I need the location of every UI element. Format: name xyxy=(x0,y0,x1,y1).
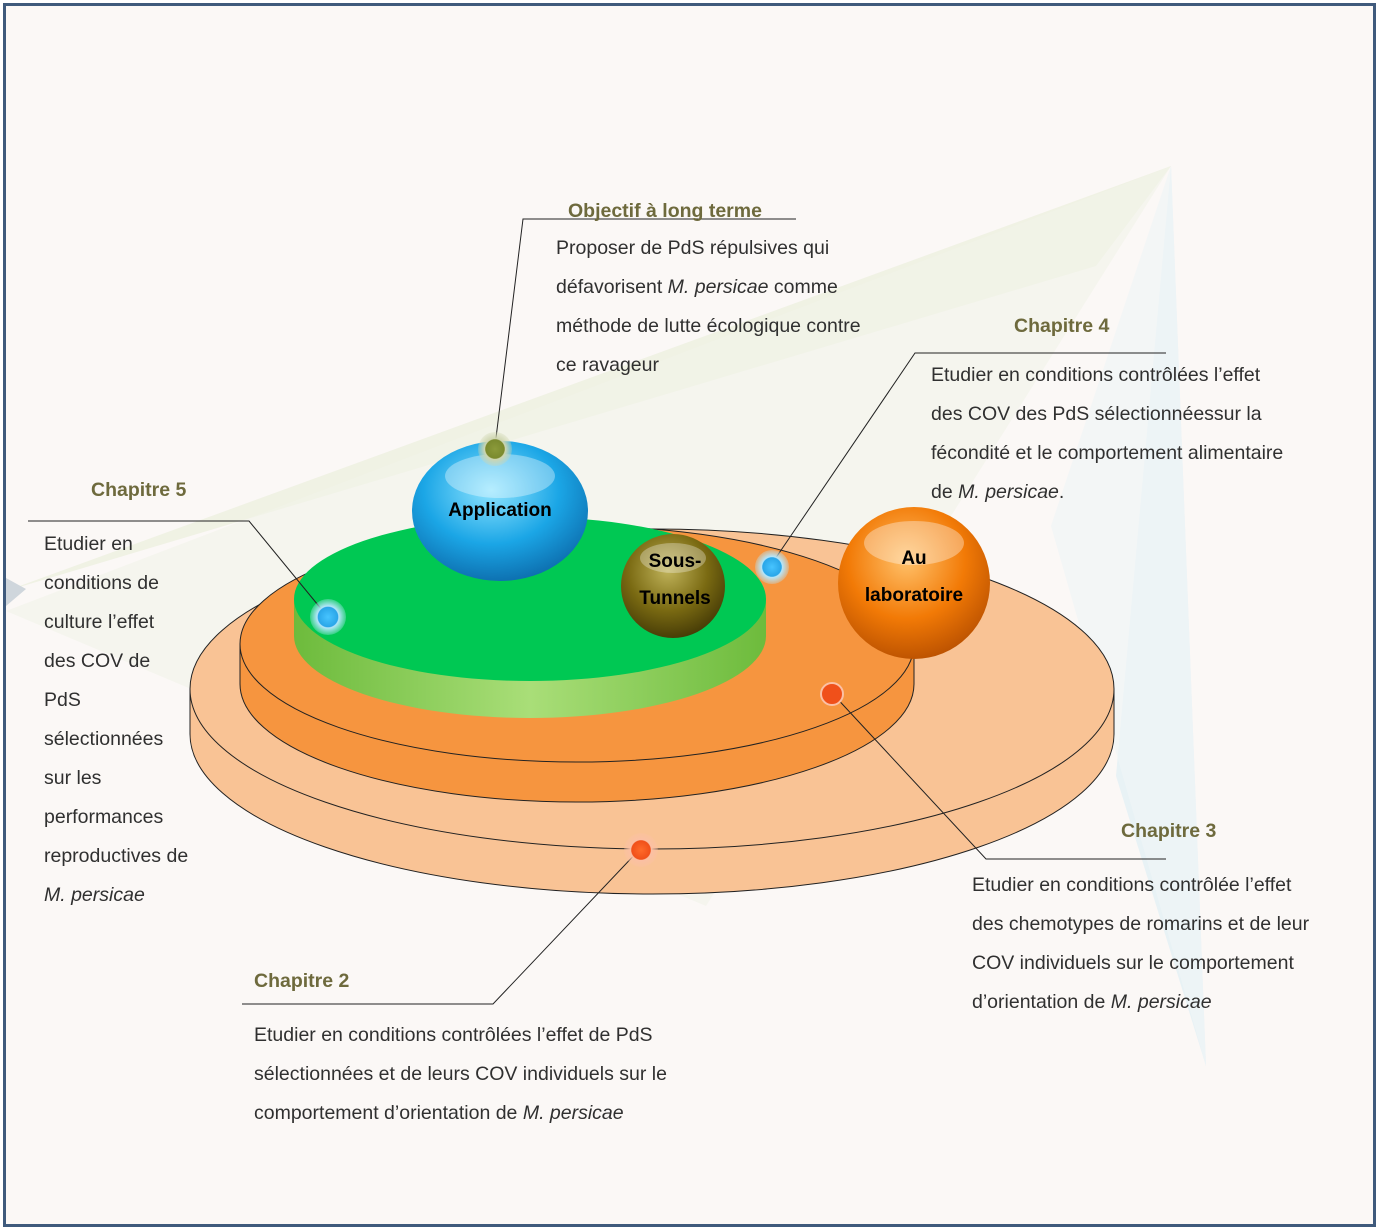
line-text: culture l’effet xyxy=(44,611,155,633)
species-name: M. persicae xyxy=(1110,991,1212,1013)
marker-dot-chapitre3 xyxy=(820,682,844,706)
line-text: comportement d’orientation de xyxy=(254,1102,523,1124)
sphere-laboratoire xyxy=(838,507,990,659)
line-text: sur les xyxy=(44,767,102,789)
line-text: conditions de xyxy=(44,572,159,594)
line-text: PdS xyxy=(44,689,81,711)
line-text: des COV des PdS sélectionnéessur la xyxy=(931,403,1262,425)
chapitre2-line: comportement d’orientation de M. persica… xyxy=(254,1094,667,1133)
objectif-title: Objectif à long terme xyxy=(568,200,762,222)
line-text: sélectionnées xyxy=(44,728,164,750)
chapitre2-line: sélectionnées et de leurs COV individuel… xyxy=(254,1055,667,1094)
chapitre4-line: des COV des PdS sélectionnéessur la xyxy=(931,395,1283,434)
species-name: M. persicae xyxy=(44,884,145,906)
line-text: . xyxy=(1058,481,1065,503)
line-text: Etudier en xyxy=(44,533,133,555)
chapitre2-title: Chapitre 2 xyxy=(254,970,350,992)
line-text: Etudier en conditions contrôlées l’effet… xyxy=(254,1024,653,1046)
chapitre3-line: Etudier en conditions contrôlée l’effet xyxy=(972,866,1309,905)
diagram-frame: Application Sous- Tunnels Au laboratoire… xyxy=(3,3,1376,1227)
chapitre5-line: sélectionnées xyxy=(44,720,188,759)
marker-dot-chapitre2 xyxy=(624,833,658,867)
diagram-graphic xyxy=(6,166,1206,1066)
objectif-line: méthode de lutte écologique contre xyxy=(556,307,861,346)
line-text: méthode de lutte écologique contre xyxy=(556,315,861,337)
line-text: des COV de xyxy=(44,650,151,672)
line-text: Etudier en conditions contrôlée l’effet xyxy=(972,874,1292,896)
objectif-line: ce ravageur xyxy=(556,346,861,385)
species-name: M. persicae xyxy=(667,276,769,298)
chapitre3-line: des chemotypes de romarins et de leur xyxy=(972,905,1309,944)
chapitre3-line: d’orientation de M. persicae xyxy=(972,983,1309,1022)
sous-tunnels-label: Sous- Tunnels xyxy=(620,543,730,617)
laboratoire-label: Au laboratoire xyxy=(844,540,984,614)
chapitre4-text: Etudier en conditions contrôlées l’effet… xyxy=(931,356,1283,512)
line-text: performances xyxy=(44,806,164,828)
line-text: COV individuels sur le comportement xyxy=(972,952,1294,974)
chapitre5-title: Chapitre 5 xyxy=(91,479,187,501)
chapitre5-line: PdS xyxy=(44,681,188,720)
objectif-line: défavorisent M. persicae comme xyxy=(556,268,861,307)
chapitre3-text: Etudier en conditions contrôlée l’effet d… xyxy=(972,866,1309,1022)
marker-dot-objectif xyxy=(478,432,512,466)
chapitre5-line: Etudier en xyxy=(44,525,188,564)
chapitre2-line: Etudier en conditions contrôlées l’effet… xyxy=(254,1016,667,1055)
line-text: comme xyxy=(768,276,838,298)
marker-dot-chapitre4 xyxy=(755,550,789,584)
chapitre5-text: Etudier en conditions de culture l’effet de… xyxy=(44,525,188,915)
line-text: d’orientation de xyxy=(972,991,1111,1013)
chapitre3-title: Chapitre 3 xyxy=(1121,820,1217,842)
species-name: M. persicae xyxy=(522,1102,624,1124)
laboratoire-line: laboratoire xyxy=(864,585,964,606)
chapitre5-line: des COV de xyxy=(44,642,188,681)
line-text: sélectionnées et de leurs COV individuel… xyxy=(254,1063,667,1085)
sous-tunnels-line: Tunnels xyxy=(639,588,711,609)
sphere-application xyxy=(412,441,588,581)
leader-lines xyxy=(28,218,1166,1005)
line-text: Etudier en conditions contrôlées l’effet xyxy=(931,364,1261,386)
sphere-sous-tunnels xyxy=(621,534,725,638)
line-text: des chemotypes de romarins et de leur xyxy=(972,913,1310,935)
objectif-line: Proposer de PdS répulsives qui xyxy=(556,229,861,268)
chapitre5-line: sur les xyxy=(44,759,188,798)
chapitre5-line: culture l’effet xyxy=(44,603,188,642)
application-label: Application xyxy=(448,500,552,521)
line-text: défavorisent xyxy=(556,276,668,298)
chapitre5-line: conditions de xyxy=(44,564,188,603)
chapitre2-text: Etudier en conditions contrôlées l’effet… xyxy=(254,1016,667,1133)
chapitre4-line: fécondité et le comportement alimentaire xyxy=(931,434,1283,473)
sous-tunnels-line: Sous- xyxy=(648,551,702,572)
chapitre4-title: Chapitre 4 xyxy=(1014,315,1110,337)
species-name: M. persicae xyxy=(958,481,1059,503)
objectif-text: Proposer de PdS répulsives qui défavorise… xyxy=(556,229,861,385)
line-text: ce ravageur xyxy=(556,354,659,376)
chapitre5-line: reproductives de xyxy=(44,837,188,876)
line-text: fécondité et le comportement alimentaire xyxy=(931,442,1284,464)
chapitre3-line: COV individuels sur le comportement xyxy=(972,944,1309,983)
line-text: reproductives de xyxy=(44,845,189,867)
line-text: de xyxy=(931,481,959,503)
marker-dot-chapitre5 xyxy=(310,599,346,635)
chapitre5-line: performances xyxy=(44,798,188,837)
line-text: Proposer de PdS répulsives qui xyxy=(556,237,830,259)
chapitre5-line: M. persicae xyxy=(44,876,188,915)
chapitre4-line: Etudier en conditions contrôlées l’effet xyxy=(931,356,1283,395)
chapitre4-line: de M. persicae. xyxy=(931,473,1283,512)
laboratoire-line: Au xyxy=(901,548,927,569)
